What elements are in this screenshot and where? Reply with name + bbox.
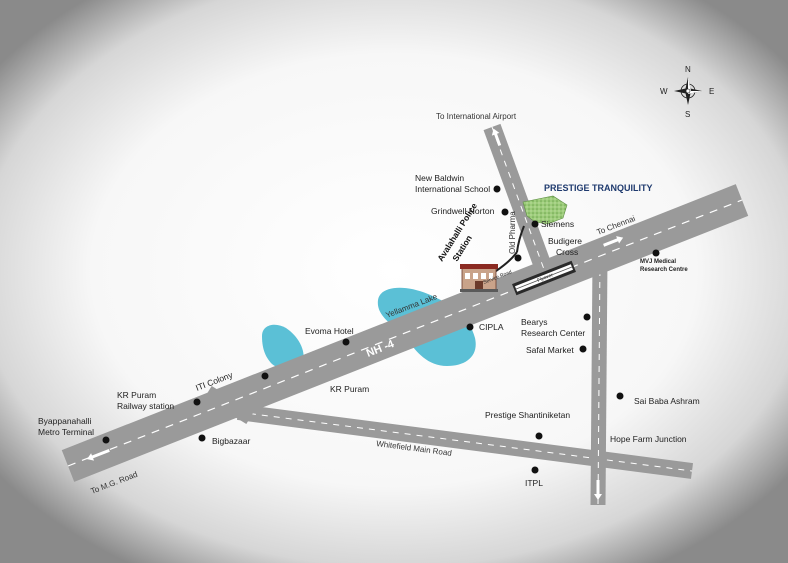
label-kr-station-2: Railway station bbox=[117, 401, 174, 411]
label-new-baldwin-1: New Baldwin bbox=[415, 173, 464, 183]
label-old-pharma: Old Pharma bbox=[508, 211, 517, 254]
project-title: PRESTIGE TRANQUILITY bbox=[544, 183, 653, 193]
label-mvj-1: MVJ Medical bbox=[640, 259, 676, 265]
label-bigbazaar: Bigbazaar bbox=[212, 436, 250, 446]
label-grindwell: Grindwell Norton bbox=[431, 206, 495, 216]
whitefield-main-road bbox=[236, 404, 694, 479]
label-flyover: Flyover bbox=[537, 272, 555, 284]
label-mvj-2: Research Centre bbox=[640, 267, 688, 273]
dot-bigbazaar bbox=[198, 434, 206, 442]
label-new-baldwin-2: International School bbox=[415, 184, 490, 194]
hope-farm-road bbox=[590, 257, 608, 506]
compass-e: E bbox=[709, 87, 714, 96]
label-kr-station-1: KR Puram bbox=[117, 390, 156, 400]
dot-grindwell bbox=[501, 208, 509, 216]
label-byappanahalli-2: Metro Terminal bbox=[38, 427, 94, 437]
compass-icon bbox=[674, 77, 702, 105]
dot-safal bbox=[579, 345, 587, 353]
label-kr-puram: KR Puram bbox=[330, 384, 369, 394]
landmark-dots bbox=[102, 185, 660, 474]
label-shantiniketan: Prestige Shantiniketan bbox=[485, 410, 570, 420]
dot-siemens bbox=[531, 220, 539, 228]
dot-bearys bbox=[583, 313, 591, 321]
arrow-west-icon bbox=[86, 448, 110, 461]
dot-sai-baba bbox=[616, 392, 624, 400]
nh4-highway bbox=[61, 184, 749, 482]
compass-w: W bbox=[660, 87, 668, 96]
label-evoma: Evoma Hotel bbox=[305, 326, 354, 336]
dot-new-baldwin bbox=[493, 185, 501, 193]
label-bearys-1: Bearys bbox=[521, 317, 547, 327]
police-station-icon bbox=[460, 264, 498, 292]
label-byappanahalli-1: Byappanahalli bbox=[38, 416, 92, 426]
label-cipla: CIPLA bbox=[479, 322, 504, 332]
compass-n: N bbox=[685, 65, 691, 74]
dot-iti-colony bbox=[261, 372, 269, 380]
arrow-north-icon bbox=[491, 128, 502, 147]
dot-budigere bbox=[514, 254, 522, 262]
dot-mvj bbox=[652, 249, 660, 257]
label-bearys-2: Research Center bbox=[521, 328, 585, 338]
dot-itpl bbox=[531, 466, 539, 474]
arrow-south-icon bbox=[594, 480, 602, 500]
label-safal: Safal Market bbox=[526, 345, 574, 355]
dot-byappanahalli bbox=[102, 436, 110, 444]
arrow-east-icon bbox=[603, 236, 624, 247]
dot-evoma bbox=[342, 338, 350, 346]
label-sai-baba: Sai Baba Ashram bbox=[634, 396, 700, 406]
compass-s: S bbox=[685, 110, 690, 119]
label-itpl: ITPL bbox=[525, 478, 543, 488]
flyover bbox=[512, 260, 576, 296]
airport-road bbox=[483, 123, 554, 276]
label-budigere-2: Cross bbox=[556, 247, 578, 257]
dot-shantiniketan bbox=[535, 432, 543, 440]
project-site bbox=[522, 195, 568, 225]
dot-kr-station bbox=[193, 398, 201, 406]
evoma-lake bbox=[262, 324, 304, 370]
label-to-airport: To International Airport bbox=[436, 112, 517, 121]
label-budigere-1: Budigere bbox=[548, 236, 582, 246]
dot-cipla bbox=[466, 323, 474, 331]
label-hope-farm: Hope Farm Junction bbox=[610, 434, 687, 444]
label-siemens: Siemens bbox=[541, 219, 574, 229]
